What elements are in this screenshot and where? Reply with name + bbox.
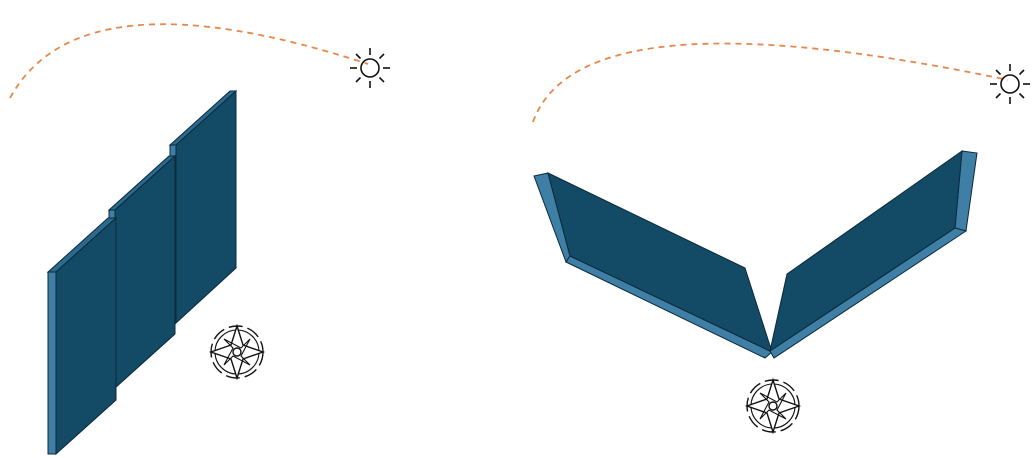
sun-icon <box>349 47 391 89</box>
compass-rose-icon <box>210 325 264 379</box>
solar-panel <box>168 89 238 325</box>
vertical-bifacial-array <box>9 23 391 456</box>
v-shaped-east-west-array <box>532 42 1031 433</box>
solar-panel <box>533 172 773 359</box>
solar-panel <box>46 216 118 456</box>
compass-rose-icon <box>746 379 800 433</box>
sun-path-arc <box>532 42 1009 123</box>
sun-path-arc <box>9 23 369 99</box>
solar-panel <box>107 154 177 390</box>
solar-panel <box>769 149 978 359</box>
sun-icon <box>989 63 1031 105</box>
